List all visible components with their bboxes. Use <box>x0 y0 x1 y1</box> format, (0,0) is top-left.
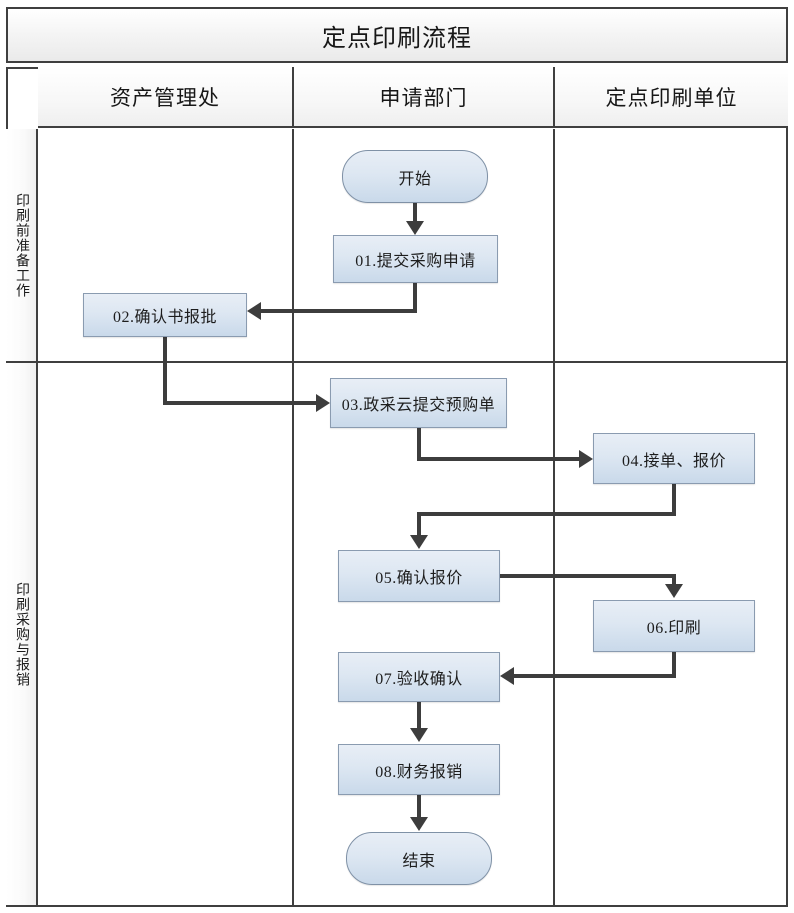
edge-04-to-05-arrow <box>410 535 428 549</box>
edge-start-to-01-arrow <box>406 221 424 235</box>
edge-03-to-04-seg-down <box>417 428 421 461</box>
diagram-title: 定点印刷流程 <box>322 25 472 52</box>
edge-06-to-07-seg-left <box>514 674 676 678</box>
column-divider-2 <box>553 129 555 905</box>
edge-04-to-05-seg-down1 <box>672 484 676 516</box>
edge-start-to-01-line <box>413 203 417 225</box>
edge-03-to-04-seg-right <box>417 457 579 461</box>
edge-08-to-end-arrow <box>410 817 428 831</box>
edge-03-to-04-arrow <box>579 450 593 468</box>
edge-01-to-02-seg-down <box>413 283 417 313</box>
node-02[interactable]: 02.确认书报批 <box>83 293 247 337</box>
edge-04-to-05-seg-down2 <box>417 512 421 538</box>
column-header-asset: 资产管理处 <box>110 85 220 110</box>
edge-06-to-07-arrow <box>500 667 514 685</box>
edge-05-to-06-seg-right <box>500 574 676 578</box>
node-04[interactable]: 04.接单、报价 <box>593 433 755 484</box>
node-start[interactable]: 开始 <box>342 150 488 203</box>
lane-divider <box>6 361 788 363</box>
edge-08-to-end-line <box>417 795 421 819</box>
edge-07-to-08-arrow <box>410 728 428 742</box>
diagram-title-bar: 定点印刷流程 <box>6 7 788 63</box>
edge-04-to-05-seg-left <box>417 512 676 516</box>
edge-02-to-03-arrow <box>316 394 330 412</box>
node-03[interactable]: 03.政采云提交预购单 <box>330 378 507 428</box>
edge-01-to-02-arrow <box>247 302 261 320</box>
column-header-applicant: 申请部门 <box>379 85 468 110</box>
header-divider-1 <box>292 67 294 126</box>
edge-02-to-03-seg-right <box>163 401 316 405</box>
edge-05-to-06-arrow <box>665 584 683 598</box>
edge-06-to-07-seg-down <box>672 652 676 678</box>
lane-label-purchase-text: 印刷采购与报销 <box>14 581 29 687</box>
lane-label-purchase: 印刷采购与报销 <box>6 363 38 905</box>
node-01[interactable]: 01.提交采购申请 <box>333 235 498 283</box>
lane-label-prep: 印刷前准备工作 <box>6 129 38 361</box>
edge-01-to-02-seg-left <box>261 309 417 313</box>
column-header-printer: 定点印刷单位 <box>605 85 738 110</box>
node-07[interactable]: 07.验收确认 <box>338 652 500 702</box>
header-divider-2 <box>553 67 555 126</box>
edge-02-to-03-seg-down <box>163 337 167 405</box>
edge-07-to-08-line <box>417 702 421 730</box>
column-divider-1 <box>292 129 294 905</box>
node-05[interactable]: 05.确认报价 <box>338 550 500 602</box>
node-08[interactable]: 08.财务报销 <box>338 744 500 795</box>
edge-05-to-06-seg-down <box>672 574 676 586</box>
column-header-row: 资产管理处 申请部门 定点印刷单位 <box>38 67 788 128</box>
node-06[interactable]: 06.印刷 <box>593 600 755 652</box>
lane-label-prep-text: 印刷前准备工作 <box>14 192 29 298</box>
node-end[interactable]: 结束 <box>346 832 492 885</box>
